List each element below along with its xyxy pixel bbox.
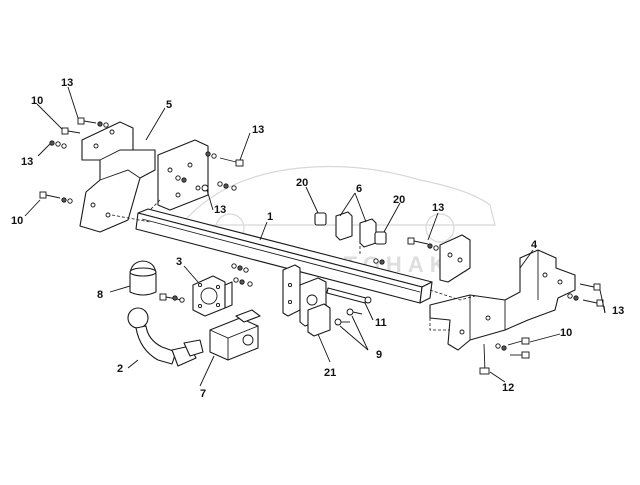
callout-20-right: 20 [393, 194, 405, 206]
pin-part-11 [326, 287, 372, 304]
callout-6: 6 [356, 183, 362, 195]
leader-lines [24, 86, 606, 387]
callout-13-center: 13 [214, 204, 226, 216]
callout-12: 12 [502, 382, 514, 394]
callout-1: 1 [267, 211, 273, 223]
inner-left-plate [157, 139, 209, 211]
bolt-part-12 [479, 343, 490, 375]
callout-10-right: 10 [560, 327, 572, 339]
right-bracket-part-4 [429, 249, 576, 351]
socket-plate-part-3 [192, 275, 233, 317]
callout-13-top: 13 [61, 77, 73, 89]
callout-13-right: 13 [432, 202, 444, 214]
inner-right-plate [439, 234, 471, 283]
callout-3: 3 [176, 256, 182, 268]
left-bracket-part-5 [79, 121, 156, 233]
tow-ball-part-2 [127, 307, 204, 367]
callout-13-plate: 13 [252, 124, 264, 136]
callout-11: 11 [375, 317, 387, 329]
callout-20-left: 20 [296, 177, 308, 189]
caps-part-20 [314, 212, 387, 245]
callout-8: 8 [97, 289, 103, 301]
callout-10-top: 10 [31, 95, 43, 107]
hardware-fasteners [39, 117, 604, 359]
callout-5: 5 [166, 99, 172, 111]
ball-cover-part-8 [129, 260, 157, 296]
clamp-part-21 [307, 303, 331, 337]
callout-4: 4 [531, 239, 538, 251]
callout-9: 9 [376, 349, 382, 361]
callout-13-far-right: 13 [612, 305, 624, 317]
callout-21: 21 [324, 367, 336, 379]
callout-10-left: 10 [11, 215, 23, 227]
callout-13-left: 13 [21, 156, 33, 168]
callout-7: 7 [200, 388, 206, 400]
callout-2: 2 [117, 363, 123, 375]
electrical-socket-part-7 [209, 309, 261, 361]
bolts-part-9 [334, 308, 363, 326]
assembly-dashed-lines [111, 199, 476, 331]
callout-labels: 1 2 3 4 5 6 7 8 9 10 10 10 11 12 13 13 1… [11, 77, 624, 400]
crossbar-part-1 [135, 208, 433, 304]
spacers-part-6 [335, 211, 377, 248]
